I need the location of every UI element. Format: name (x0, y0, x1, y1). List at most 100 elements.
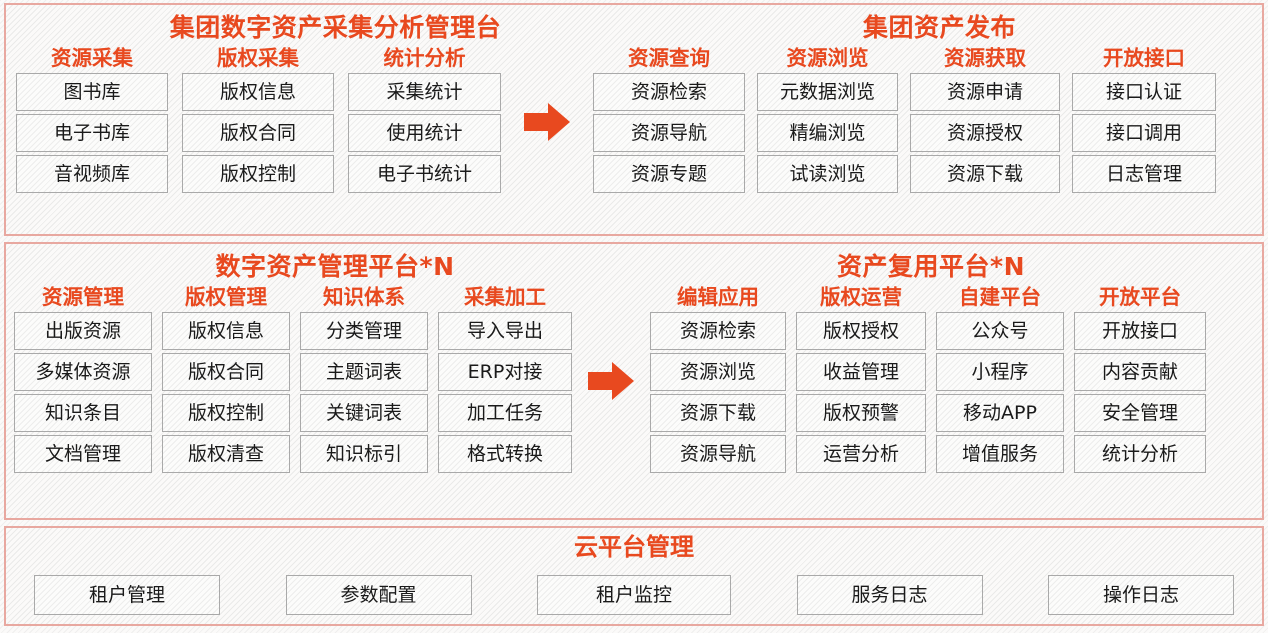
section1-groups: 资源采集 图书库 电子书库 音视频库 版权采集 版权信息 版权合同 版权控制 统… (6, 47, 1262, 234)
list-item[interactable]: 参数配置 (285, 575, 472, 616)
panel-asset-management-and-reuse: 数字资产管理平台*N 资产复用平台*N 资源管理 出版资源 多媒体资源 知识条目… (4, 242, 1264, 520)
group-统计分析: 统计分析 采集统计 使用统计 电子书统计 (348, 47, 501, 193)
group-items: 资源申请 资源授权 资源下载 (910, 72, 1060, 193)
group-items: 版权信息 版权合同 版权控制 版权清查 (162, 311, 290, 473)
list-item[interactable]: 分类管理 (300, 311, 428, 350)
list-item[interactable]: 版权合同 (162, 352, 290, 391)
list-item[interactable]: ERP对接 (438, 352, 572, 391)
group-title: 资源浏览 (786, 46, 869, 70)
group-title: 编辑应用 (677, 285, 759, 309)
list-item[interactable]: 电子书库 (16, 113, 168, 152)
list-item[interactable]: 资源授权 (910, 113, 1060, 152)
list-item[interactable]: 音视频库 (16, 154, 168, 193)
right-arrow-icon (588, 362, 634, 400)
group-title: 版权运营 (820, 285, 902, 309)
list-item[interactable]: 版权清查 (162, 434, 290, 473)
section2-left-side: 资源管理 出版资源 多媒体资源 知识条目 文档管理 版权管理 版权信息 版权合同… (14, 286, 572, 473)
list-item[interactable]: 安全管理 (1074, 393, 1206, 432)
list-item[interactable]: 版权预警 (796, 393, 926, 432)
list-item[interactable]: 采集统计 (348, 72, 501, 111)
list-item[interactable]: 精编浏览 (757, 113, 898, 152)
list-item[interactable]: 版权信息 (162, 311, 290, 350)
group-版权运营: 版权运营 版权授权 收益管理 版权预警 运营分析 (796, 286, 926, 473)
list-item[interactable]: 增值服务 (936, 434, 1064, 473)
flow-arrow-section1 (501, 47, 593, 197)
group-items: 元数据浏览 精编浏览 试读浏览 (757, 72, 898, 193)
group-资源浏览: 资源浏览 元数据浏览 精编浏览 试读浏览 (757, 47, 898, 193)
list-item[interactable]: 资源申请 (910, 72, 1060, 111)
list-item[interactable]: 日志管理 (1072, 154, 1216, 193)
group-items: 资源检索 资源浏览 资源下载 资源导航 (650, 311, 786, 473)
list-item[interactable]: 关键词表 (300, 393, 428, 432)
list-item[interactable]: 文档管理 (14, 434, 152, 473)
list-item[interactable]: 服务日志 (796, 575, 983, 616)
group-items: 出版资源 多媒体资源 知识条目 文档管理 (14, 311, 152, 473)
group-知识体系: 知识体系 分类管理 主题词表 关键词表 知识标引 (300, 286, 428, 473)
right-arrow-icon (524, 103, 570, 141)
list-item[interactable]: 运营分析 (796, 434, 926, 473)
section2-titles: 数字资产管理平台*N 资产复用平台*N (6, 244, 1262, 286)
group-title: 开放平台 (1099, 285, 1181, 309)
group-自建平台: 自建平台 公众号 小程序 移动APP 增值服务 (936, 286, 1064, 473)
group-items: 公众号 小程序 移动APP 增值服务 (936, 311, 1064, 473)
section1-right-side: 资源查询 资源检索 资源导航 资源专题 资源浏览 元数据浏览 精编浏览 试读浏览… (593, 47, 1216, 193)
list-item[interactable]: 主题词表 (300, 352, 428, 391)
list-item[interactable]: 资源专题 (593, 154, 745, 193)
group-title: 知识体系 (323, 285, 405, 309)
list-item[interactable]: 图书库 (16, 72, 168, 111)
section1-left-side: 资源采集 图书库 电子书库 音视频库 版权采集 版权信息 版权合同 版权控制 统… (16, 47, 501, 193)
list-item[interactable]: 知识条目 (14, 393, 152, 432)
list-item[interactable]: 版权控制 (182, 154, 334, 193)
group-资源获取: 资源获取 资源申请 资源授权 资源下载 (910, 47, 1060, 193)
list-item[interactable]: 小程序 (936, 352, 1064, 391)
list-item[interactable]: 多媒体资源 (14, 352, 152, 391)
list-item[interactable]: 公众号 (936, 311, 1064, 350)
list-item[interactable]: 电子书统计 (348, 154, 501, 193)
list-item[interactable]: 资源导航 (593, 113, 745, 152)
list-item[interactable]: 资源下载 (650, 393, 786, 432)
list-item[interactable]: 资源检索 (650, 311, 786, 350)
list-item[interactable]: 出版资源 (14, 311, 152, 350)
group-开放接口: 开放接口 接口认证 接口调用 日志管理 (1072, 47, 1216, 193)
section2-right-title: 资产复用平台*N (837, 252, 1025, 281)
list-item[interactable]: 加工任务 (438, 393, 572, 432)
group-版权采集: 版权采集 版权信息 版权合同 版权控制 (182, 47, 334, 193)
list-item[interactable]: 操作日志 (1048, 575, 1234, 616)
group-title: 开放接口 (1103, 46, 1185, 70)
group-items: 图书库 电子书库 音视频库 (16, 72, 168, 193)
list-item[interactable]: 租户管理 (34, 575, 220, 616)
list-item[interactable]: 版权合同 (182, 113, 334, 152)
list-item[interactable]: 版权授权 (796, 311, 926, 350)
group-title: 版权管理 (185, 285, 267, 309)
group-items: 导入导出 ERP对接 加工任务 格式转换 (438, 311, 572, 473)
group-编辑应用: 编辑应用 资源检索 资源浏览 资源下载 资源导航 (650, 286, 786, 473)
list-item[interactable]: 统计分析 (1074, 434, 1206, 473)
list-item[interactable]: 使用统计 (348, 113, 501, 152)
list-item[interactable]: 资源检索 (593, 72, 745, 111)
list-item[interactable]: 租户监控 (537, 575, 731, 616)
section3-items: 租户管理 参数配置 租户监控 服务日志 操作日志 (6, 562, 1262, 624)
group-title: 资源获取 (944, 46, 1026, 70)
list-item[interactable]: 资源导航 (650, 434, 786, 473)
group-items: 接口认证 接口调用 日志管理 (1072, 72, 1216, 193)
list-item[interactable]: 元数据浏览 (757, 72, 898, 111)
list-item[interactable]: 内容贡献 (1074, 352, 1206, 391)
list-item[interactable]: 接口认证 (1072, 72, 1216, 111)
list-item[interactable]: 收益管理 (796, 352, 926, 391)
list-item[interactable]: 版权信息 (182, 72, 334, 111)
list-item[interactable]: 资源浏览 (650, 352, 786, 391)
section2-left-title: 数字资产管理平台*N (215, 252, 455, 281)
group-items: 版权授权 收益管理 版权预警 运营分析 (796, 311, 926, 473)
list-item[interactable]: 试读浏览 (757, 154, 898, 193)
list-item[interactable]: 版权控制 (162, 393, 290, 432)
list-item[interactable]: 开放接口 (1074, 311, 1206, 350)
list-item[interactable]: 移动APP (936, 393, 1064, 432)
list-item[interactable]: 资源下载 (910, 154, 1060, 193)
section1-left-title: 集团数字资产采集分析管理台 (169, 13, 502, 42)
list-item[interactable]: 格式转换 (438, 434, 572, 473)
list-item[interactable]: 接口调用 (1072, 113, 1216, 152)
group-title: 资源采集 (51, 46, 133, 70)
list-item[interactable]: 导入导出 (438, 311, 572, 350)
group-items: 开放接口 内容贡献 安全管理 统计分析 (1074, 311, 1206, 473)
list-item[interactable]: 知识标引 (300, 434, 428, 473)
